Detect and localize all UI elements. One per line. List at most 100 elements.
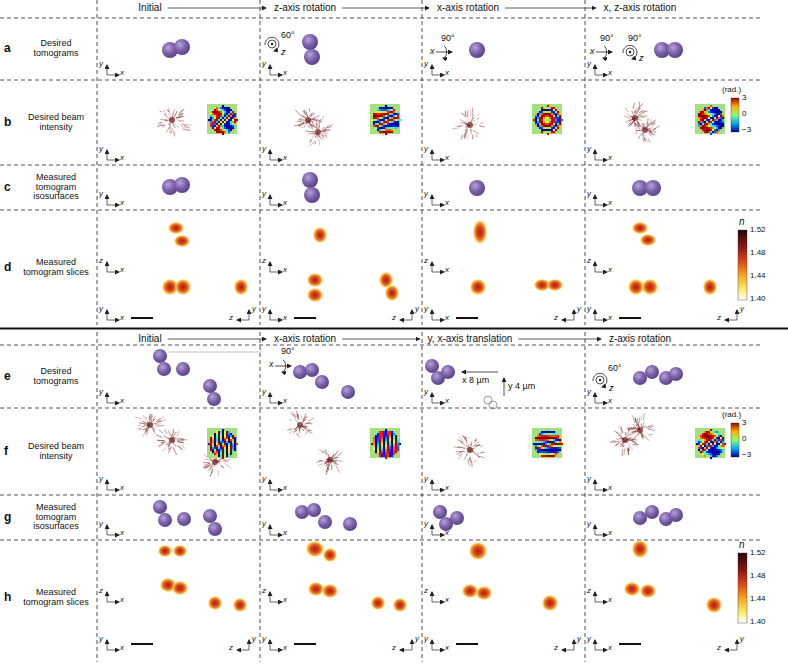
dashed-divider	[0, 80, 762, 81]
hologram-pixel	[555, 119, 557, 121]
hologram-pixel	[212, 117, 214, 119]
hologram-pixel	[375, 121, 377, 123]
hologram-pixel	[551, 121, 553, 123]
beam-speckle	[204, 467, 209, 468]
hologram-pixel	[387, 437, 389, 439]
beam-speckle	[470, 442, 472, 446]
hologram-pixel	[555, 121, 557, 123]
hologram-pixel	[553, 129, 555, 131]
hologram-pixel	[704, 455, 706, 457]
hologram-pixel	[541, 443, 543, 445]
hologram-pixel	[220, 109, 222, 111]
hologram-pixel	[381, 109, 383, 111]
beam-speckle	[139, 425, 141, 427]
beam-speckle	[299, 429, 301, 434]
hologram-pixel	[218, 447, 220, 449]
hologram-pixel	[555, 447, 557, 449]
hologram-pixel	[383, 447, 385, 449]
hologram-pixel	[553, 451, 555, 453]
hologram-pixel	[539, 109, 541, 111]
hologram-pixel	[222, 451, 224, 453]
hologram-pixel	[698, 439, 700, 441]
hologram-pixel	[712, 449, 714, 451]
beam-speckle	[473, 120, 475, 122]
hologram-pixel	[698, 115, 700, 117]
hologram-pixel	[549, 115, 551, 117]
beam-speckle	[152, 427, 155, 434]
hologram-pixel	[220, 111, 222, 113]
beam-speckle	[297, 433, 298, 435]
hologram-pixel	[700, 451, 702, 453]
hologram-pixel	[706, 435, 708, 437]
beam-speckle	[301, 127, 303, 128]
hologram-pixel	[230, 453, 232, 455]
beam-speckle	[161, 442, 166, 443]
beam-speckle	[302, 420, 304, 421]
hologram-pixel	[714, 131, 716, 133]
hologram-pixel	[387, 117, 389, 119]
hologram-pixel	[557, 451, 559, 453]
hologram-pixel	[698, 121, 700, 123]
hologram-pixel	[704, 433, 706, 435]
beam-speckle	[178, 120, 184, 121]
tomogram-slice	[703, 279, 717, 295]
hologram-pixel	[702, 119, 704, 121]
hologram-pixel	[383, 445, 385, 447]
hologram-pixel	[226, 107, 228, 109]
hologram-pixel	[212, 451, 214, 453]
hologram-pixel	[216, 445, 218, 447]
beam-speckle	[183, 129, 190, 131]
hologram-pixel	[389, 129, 391, 131]
beam-speckle	[168, 110, 171, 115]
hologram-pixel	[541, 123, 543, 125]
hologram-pixel	[385, 457, 387, 459]
hologram-pixel	[383, 439, 385, 441]
hologram-pixel	[553, 111, 555, 113]
hologram-pixel	[395, 115, 397, 117]
hologram-pixel	[712, 437, 714, 439]
hologram-pixel	[387, 455, 389, 457]
hologram-pixel	[210, 119, 212, 121]
scale-bar	[294, 317, 316, 319]
tomogram-sphere	[341, 385, 355, 399]
hologram-pixel	[220, 123, 222, 125]
hologram-pixel	[551, 431, 553, 433]
hologram-pixel	[537, 115, 539, 117]
hologram-pixel	[220, 445, 222, 447]
hologram-pixel	[541, 109, 543, 111]
hologram-pixel	[549, 433, 551, 435]
tomogram-slice	[385, 285, 399, 301]
hologram-pixel	[551, 445, 553, 447]
beam-speckle	[633, 441, 638, 444]
beam-speckle	[459, 454, 462, 456]
hologram-pixel	[539, 123, 541, 125]
hologram-pixel	[379, 117, 381, 119]
beam-speckle	[143, 429, 145, 431]
hologram-pixel	[557, 117, 559, 119]
hologram-pixel	[387, 453, 389, 455]
hologram-pixel	[696, 119, 698, 121]
beam-speckle	[146, 417, 147, 420]
hologram-pixel	[553, 453, 555, 455]
hologram-pixel	[708, 445, 710, 447]
hologram-pixel	[389, 435, 391, 437]
axis-arrow	[107, 65, 108, 75]
hologram-pixel	[559, 439, 561, 441]
hologram-pixel	[716, 455, 718, 457]
hologram-pixel	[218, 453, 220, 455]
hologram-pixel	[210, 445, 212, 447]
axis-arrow	[432, 160, 444, 161]
hologram-pixel	[545, 435, 547, 437]
hologram-pixel	[704, 447, 706, 449]
hologram-pixel	[553, 117, 555, 119]
hologram-pixel	[698, 119, 700, 121]
hologram-pixel	[220, 431, 222, 433]
tomogram-slice	[632, 222, 648, 234]
hologram-pixel	[377, 443, 379, 445]
hologram-pixel	[385, 455, 387, 457]
hologram-pixel	[718, 453, 720, 455]
tomogram-slice	[234, 279, 248, 295]
tomogram-slice	[308, 582, 324, 596]
hologram-pixel	[702, 443, 704, 445]
beam-speckle	[153, 416, 156, 422]
